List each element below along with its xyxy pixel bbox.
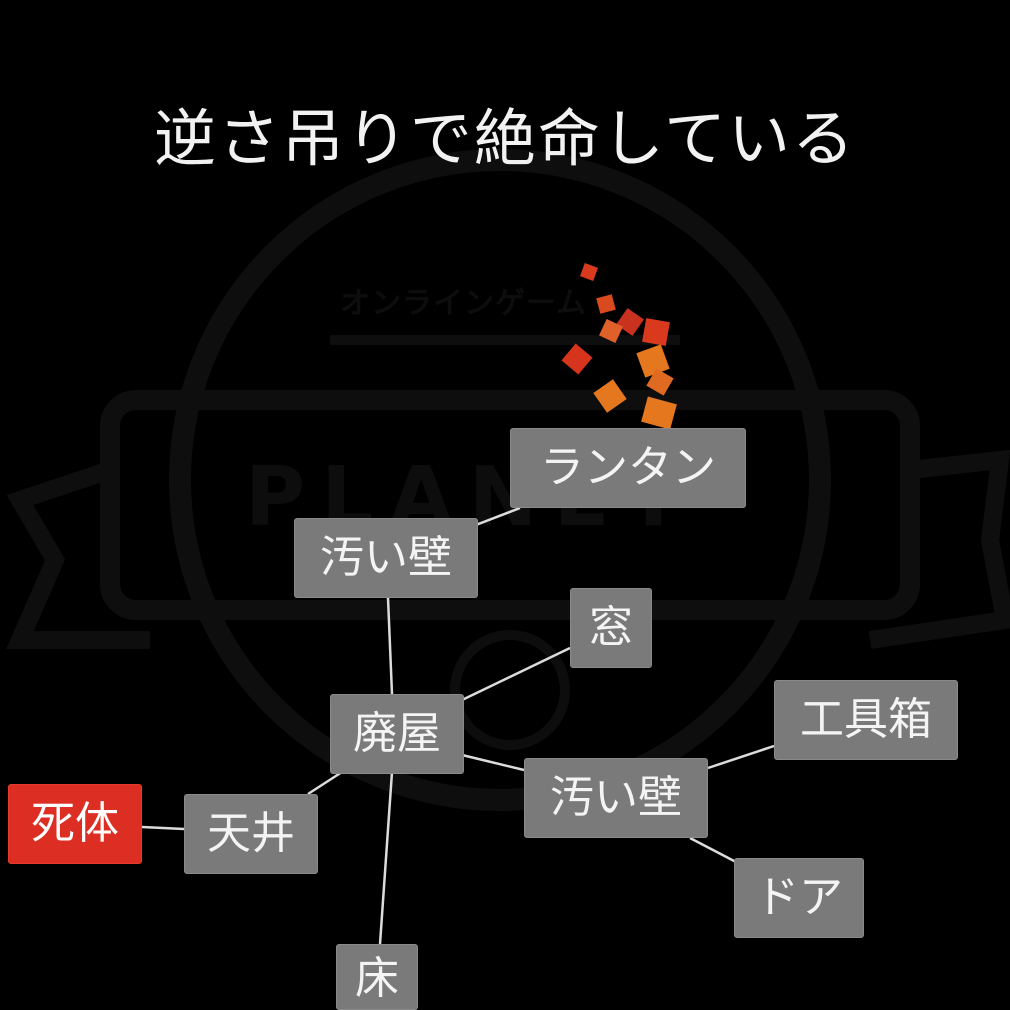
node-window[interactable]: 窓 — [570, 588, 652, 668]
node-dirty-wall-right[interactable]: 汚い壁 — [524, 758, 708, 838]
node-corpse[interactable]: 死体 — [8, 784, 142, 864]
node-ceiling[interactable]: 天井 — [184, 794, 318, 874]
node-floor[interactable]: 床 — [336, 944, 418, 1010]
node-lantern[interactable]: ランタン — [510, 428, 746, 508]
link-dirty-wall-right-toolbox — [707, 744, 775, 770]
link-ruins-window — [461, 646, 571, 702]
link-dirty-wall-ruins — [386, 597, 394, 695]
scene-description: 逆さ吊りで絶命している — [153, 102, 857, 175]
node-ruins[interactable]: 廃屋 — [330, 694, 464, 774]
link-ruins-dirty-wall-right — [461, 753, 525, 772]
link-ruins-ceiling — [307, 770, 343, 796]
link-ceiling-corpse — [141, 825, 185, 831]
link-ruins-floor — [378, 771, 394, 945]
node-door[interactable]: ドア — [734, 858, 864, 938]
node-toolbox[interactable]: 工具箱 — [774, 680, 958, 760]
node-dirty-wall-top[interactable]: 汚い壁 — [294, 518, 478, 598]
link-dirty-wall-right-door — [689, 836, 737, 864]
